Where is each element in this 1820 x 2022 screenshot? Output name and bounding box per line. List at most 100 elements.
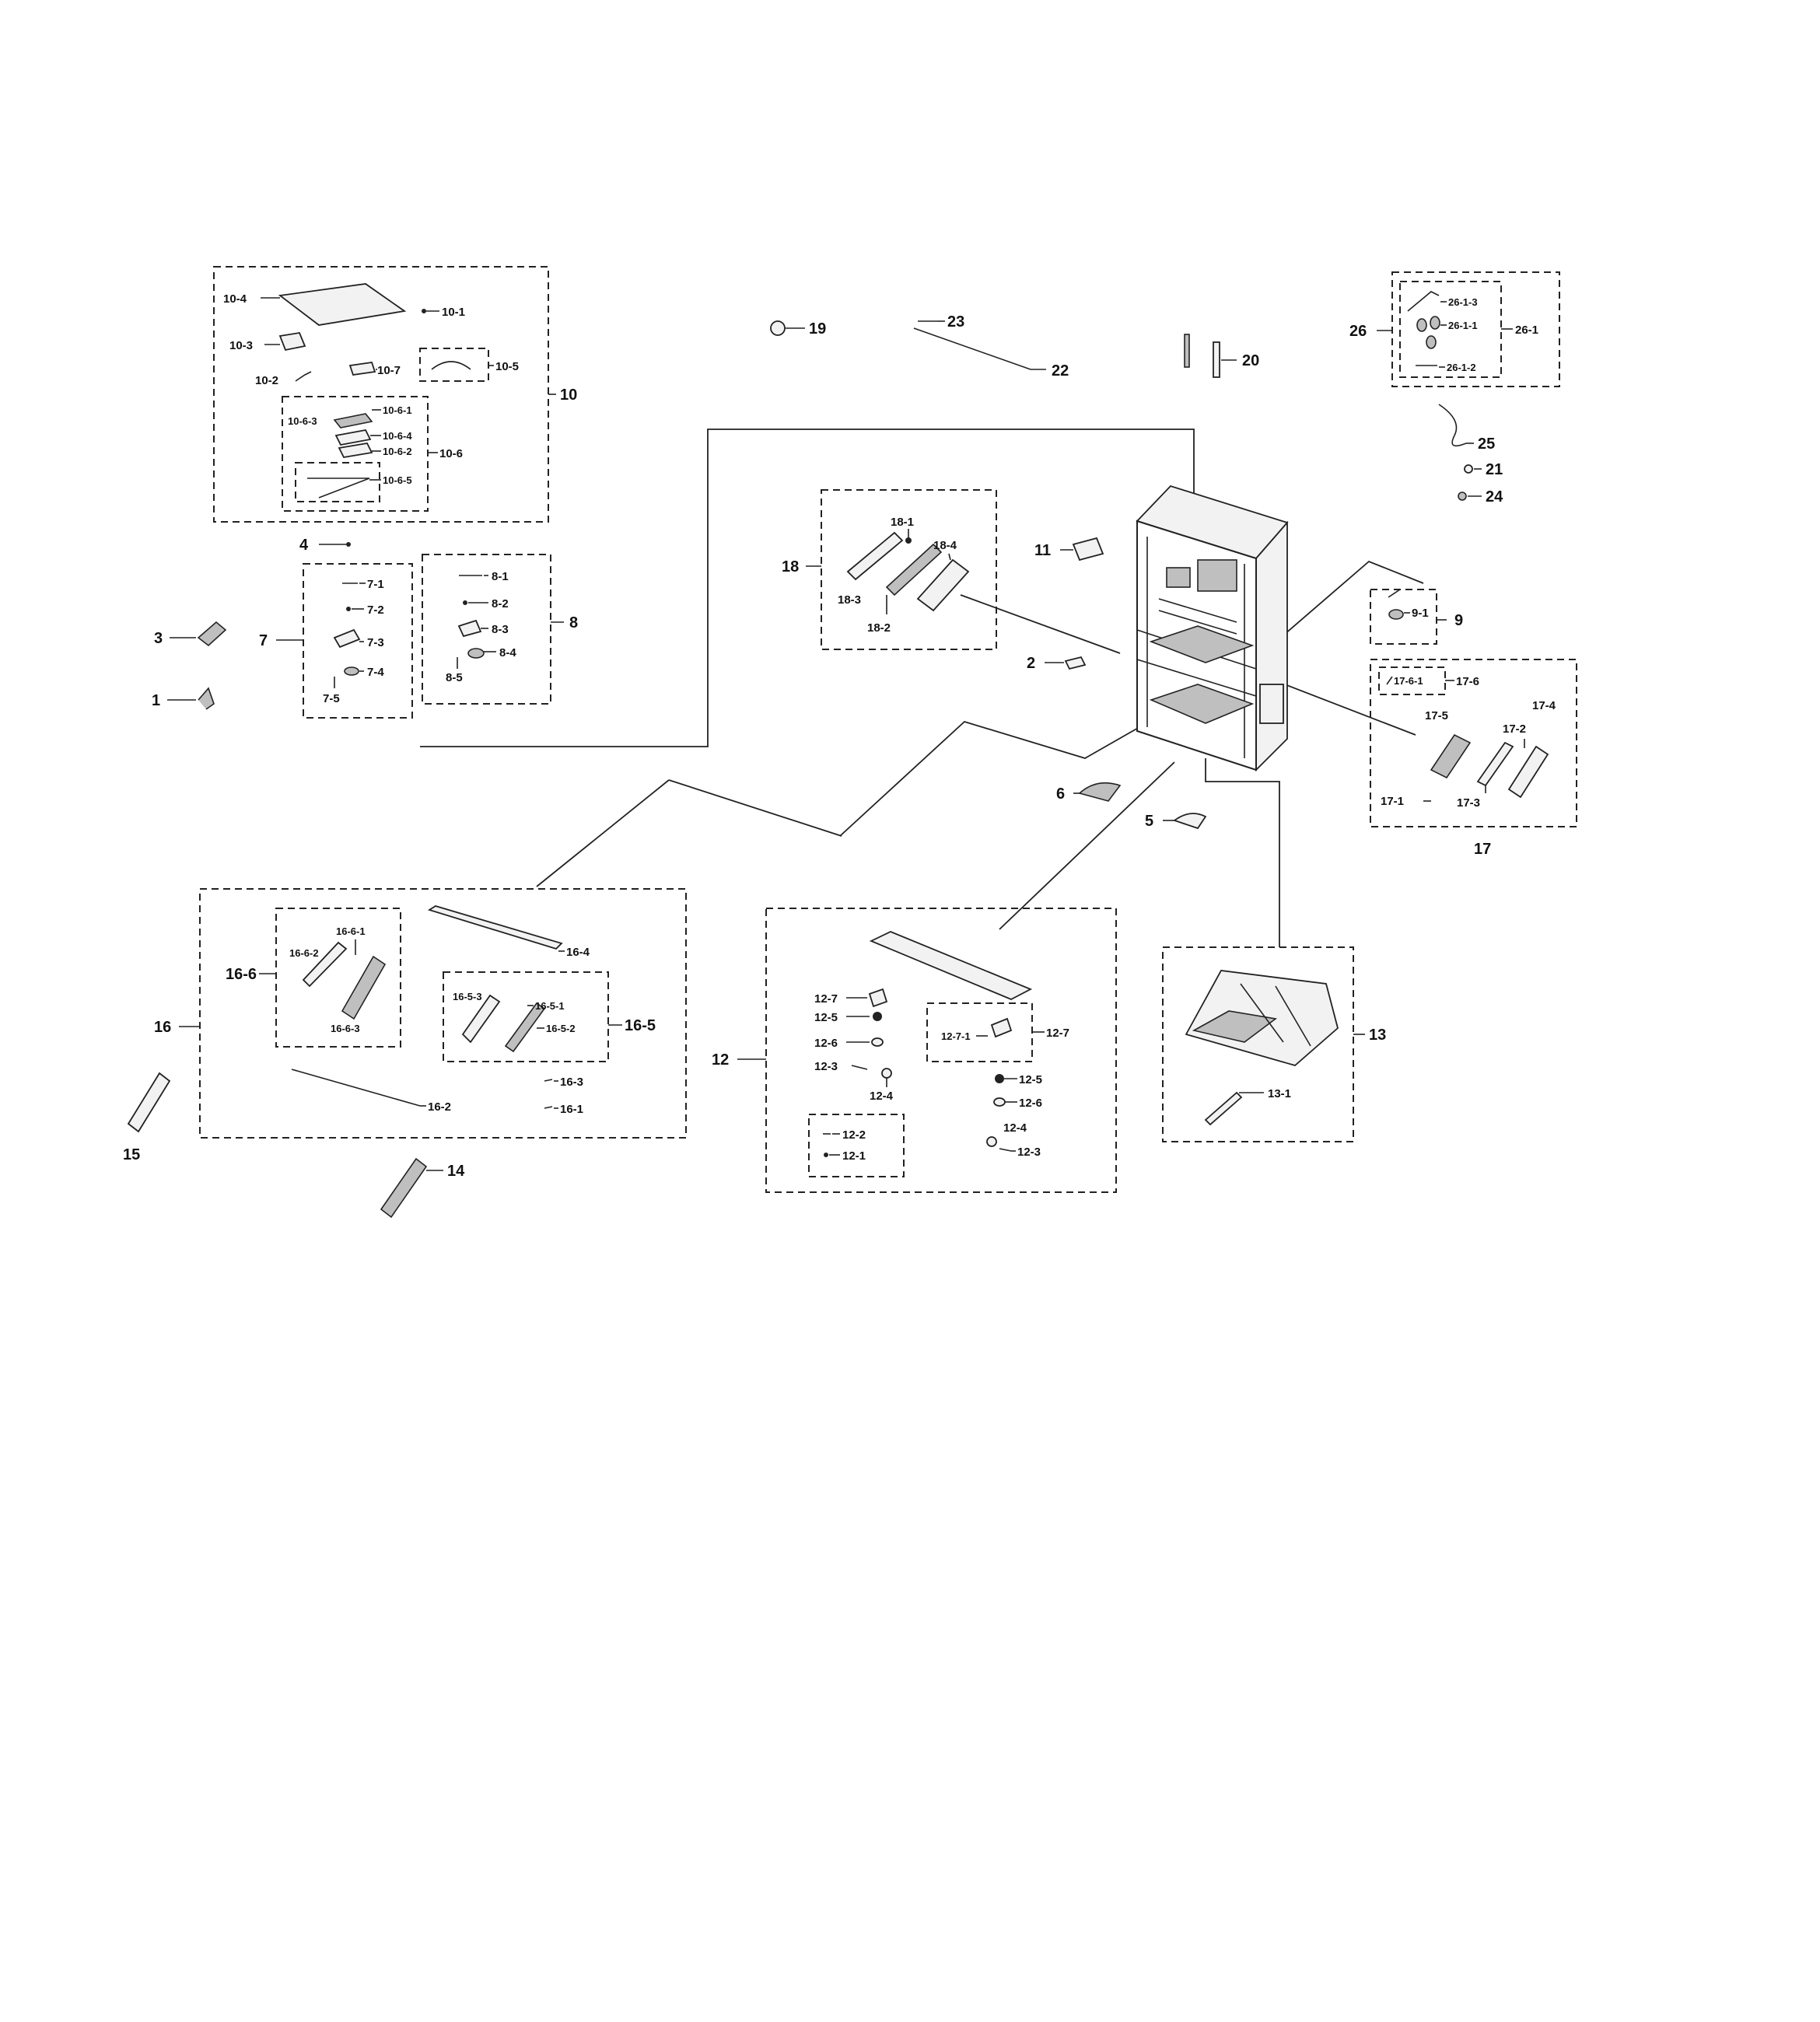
label-10-2: 10-2 xyxy=(255,374,278,387)
label-10-6: 10-6 xyxy=(439,447,463,460)
label-18: 18 xyxy=(782,558,799,575)
label-17-3: 17-3 xyxy=(1457,796,1480,810)
group-12-1-box xyxy=(808,1114,905,1177)
label-18-1: 18-1 xyxy=(891,516,914,529)
label-12-6-b: 12-6 xyxy=(1019,1097,1042,1110)
part-14-shape xyxy=(380,1157,428,1219)
group-7-box xyxy=(303,563,413,719)
part-16-6-2-shape xyxy=(302,941,348,988)
part-17-5-shape xyxy=(1430,733,1472,779)
group-16-box xyxy=(199,888,687,1139)
part-16-3-shape xyxy=(544,1079,553,1082)
group-16-6-box xyxy=(275,908,401,1048)
label-8-4: 8-4 xyxy=(499,646,516,659)
label-10-6-4: 10-6-4 xyxy=(383,430,412,442)
label-10-1: 10-1 xyxy=(442,306,465,319)
part-15-shape xyxy=(127,1072,171,1133)
part-22-shape xyxy=(913,327,1031,370)
label-10-6-3: 10-6-3 xyxy=(288,415,317,427)
label-12-6: 12-6 xyxy=(814,1037,838,1050)
part-8-3-shape xyxy=(457,619,482,638)
label-26: 26 xyxy=(1349,323,1367,340)
label-17-5: 17-5 xyxy=(1425,709,1448,722)
connector-16-lower xyxy=(668,779,842,837)
label-12-7-group: 12-7 xyxy=(1046,1027,1069,1040)
part-10-1-shape xyxy=(422,309,426,313)
part-12-1-shape xyxy=(824,1153,828,1157)
label-16-1: 16-1 xyxy=(560,1103,583,1116)
group-9-box xyxy=(1370,589,1437,645)
label-12-3-b: 12-3 xyxy=(1017,1146,1041,1159)
part-26-1-3-shape xyxy=(1407,291,1440,312)
part-10-6-5-shape xyxy=(307,478,370,499)
part-6-shape xyxy=(1078,782,1122,802)
part-10-6-4-shape xyxy=(334,429,372,446)
group-10-5-box xyxy=(419,348,489,382)
label-10-6-5: 10-6-5 xyxy=(383,474,412,486)
label-12-5-b: 12-5 xyxy=(1019,1073,1042,1086)
part-12-6-shape xyxy=(871,1037,884,1047)
part-10-6-2-shape xyxy=(338,443,373,458)
part-5-shape xyxy=(1173,813,1207,830)
part-18-4-shape xyxy=(916,558,970,612)
label-5: 5 xyxy=(1145,813,1153,830)
label-10-4: 10-4 xyxy=(223,292,247,306)
part-16-4-shape xyxy=(427,905,563,950)
label-22: 22 xyxy=(1052,362,1069,380)
part-25-shape xyxy=(1438,404,1467,447)
connector-18-to-cabinet xyxy=(960,594,1121,654)
group-26-1-box xyxy=(1399,281,1502,378)
group-26-box xyxy=(1391,271,1560,387)
group-13-box xyxy=(1162,946,1354,1142)
part-10-2-shape xyxy=(295,371,312,382)
part-12-3-shape xyxy=(851,1065,868,1070)
label-7-2: 7-2 xyxy=(367,603,384,617)
part-16-2-shape xyxy=(291,1069,421,1107)
label-11: 11 xyxy=(1034,542,1051,559)
label-16-4: 16-4 xyxy=(566,946,590,959)
part-12-3-b-shape xyxy=(999,1148,1012,1152)
part-4-shape xyxy=(346,542,351,547)
part-17-4-shape xyxy=(1507,745,1549,799)
label-16: 16 xyxy=(154,1019,171,1036)
part-12-4-shape xyxy=(881,1068,892,1079)
label-26-1: 26-1 xyxy=(1515,324,1538,337)
label-10-5: 10-5 xyxy=(495,360,519,373)
part-13-1-shape xyxy=(1204,1091,1243,1126)
label-13-1: 13-1 xyxy=(1268,1087,1291,1100)
label-14: 14 xyxy=(447,1163,465,1180)
label-7-1: 7-1 xyxy=(367,578,384,591)
label-10-3: 10-3 xyxy=(229,339,253,352)
label-16-6: 16-6 xyxy=(226,966,257,983)
part-16-5-2-shape xyxy=(504,1002,546,1053)
part-26-1-1-b-shape xyxy=(1430,316,1440,330)
label-26-1-2: 26-1-2 xyxy=(1447,362,1476,373)
part-21-shape xyxy=(1464,464,1473,474)
group-18-box xyxy=(821,489,997,650)
label-12: 12 xyxy=(712,1051,729,1069)
label-18-3: 18-3 xyxy=(838,593,861,607)
label-16-3: 16-3 xyxy=(560,1076,583,1089)
label-8-1: 8-1 xyxy=(492,570,509,583)
part-16-6-3-shape xyxy=(341,955,387,1020)
part-12-5-shape xyxy=(873,1012,882,1021)
label-17-6: 17-6 xyxy=(1456,675,1479,688)
part-12-7-shape xyxy=(868,988,888,1008)
connector-12-to-cabinet xyxy=(999,761,1175,930)
part-10-4-shape xyxy=(278,283,407,326)
label-21: 21 xyxy=(1486,461,1503,478)
part-17-6-1-shape xyxy=(1386,676,1393,685)
part-8-2-shape xyxy=(463,600,467,605)
label-8-2: 8-2 xyxy=(492,597,509,610)
part-12-6-b-shape xyxy=(993,1097,1006,1107)
label-20: 20 xyxy=(1242,352,1259,369)
group-12-box xyxy=(765,908,1117,1193)
group-10-6-box xyxy=(282,396,429,512)
label-3: 3 xyxy=(154,630,163,647)
label-26-1-3: 26-1-3 xyxy=(1448,296,1478,308)
part-7-4-shape xyxy=(344,666,359,676)
label-17: 17 xyxy=(1474,841,1491,858)
connector-10-to-cabinet xyxy=(420,429,1195,747)
label-7-3: 7-3 xyxy=(367,636,384,649)
